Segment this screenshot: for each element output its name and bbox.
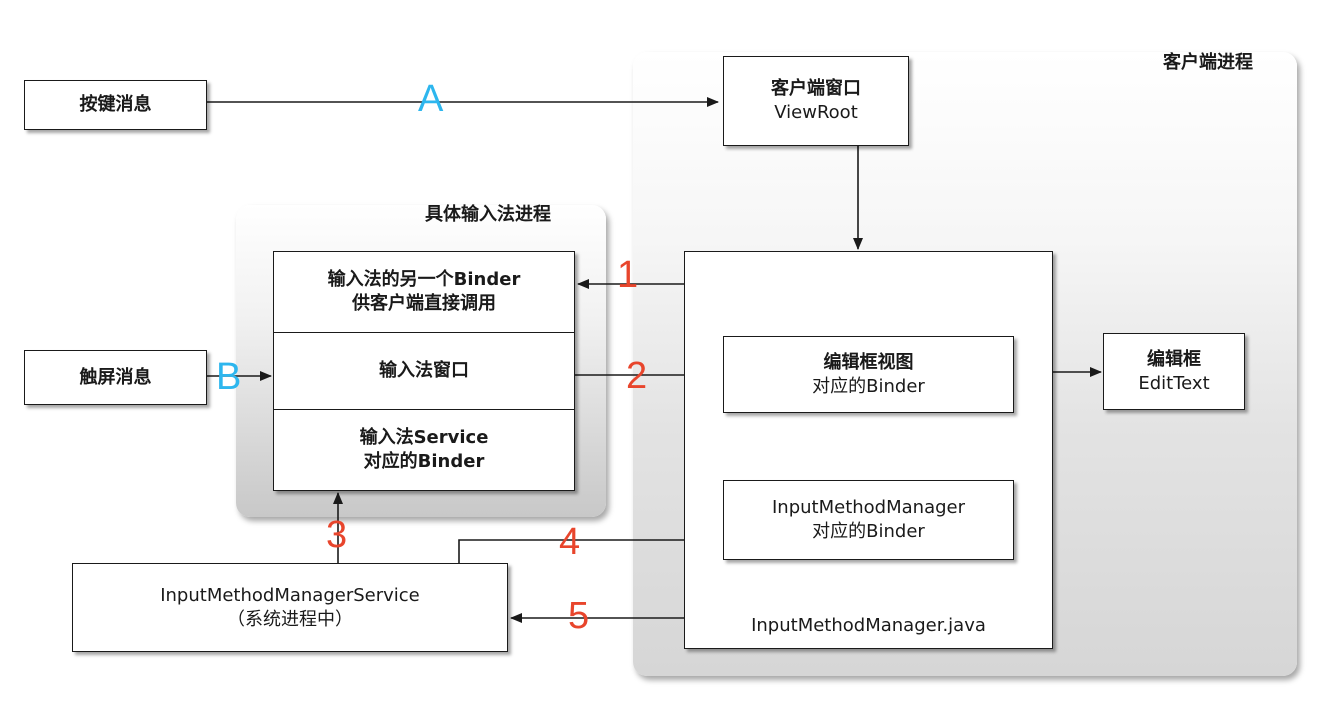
tag-2: 2 bbox=[626, 355, 648, 397]
imms-line-2: （系统进程中） bbox=[227, 608, 353, 630]
tag-a: A bbox=[418, 78, 444, 120]
tag-4: 4 bbox=[559, 521, 581, 563]
arrow-4 bbox=[458, 535, 720, 563]
client-window-box: 客户端窗口 ViewRoot bbox=[723, 56, 909, 146]
imms-line-1: InputMethodManagerService bbox=[160, 584, 420, 606]
tag-3: 3 bbox=[326, 514, 348, 556]
key-message-box: 按键消息 bbox=[24, 80, 207, 130]
touch-message-label: 触屏消息 bbox=[79, 366, 152, 388]
imm-binder-line-2: 对应的Binder bbox=[812, 521, 925, 542]
editor-view-binder-box: 编辑框视图 对应的Binder bbox=[723, 336, 1014, 413]
ime-divider-2 bbox=[274, 409, 574, 410]
ime-service-binder-line-1: 输入法Service bbox=[359, 427, 489, 448]
tag-b: B bbox=[216, 356, 242, 398]
ime-component-stack: 输入法的另一个Binder 供客户端直接调用 输入法窗口 输入法Service … bbox=[273, 251, 575, 491]
touch-message-box: 触屏消息 bbox=[24, 350, 207, 405]
ime-service-binder-cell: 输入法Service 对应的Binder bbox=[274, 410, 574, 490]
client-process-title: 客户端进程 bbox=[1163, 52, 1253, 73]
ime-process-title: 具体输入法进程 bbox=[425, 204, 551, 225]
ime-window-cell: 输入法窗口 bbox=[274, 333, 574, 409]
edit-text-line-1: 编辑框 bbox=[1147, 348, 1201, 370]
editor-view-binder-line-2: 对应的Binder bbox=[812, 375, 925, 397]
imm-binder-line-1: InputMethodManager bbox=[771, 497, 966, 518]
editor-view-binder-line-1: 编辑框视图 bbox=[823, 351, 914, 373]
imm-java-label: InputMethodManager.java bbox=[751, 615, 986, 636]
ime-window-label: 输入法窗口 bbox=[379, 360, 469, 381]
ime-divider-1 bbox=[274, 332, 574, 333]
ime-binder-cell: 输入法的另一个Binder 供客户端直接调用 bbox=[274, 252, 574, 332]
imms-box: InputMethodManagerService （系统进程中） bbox=[72, 563, 508, 652]
key-message-label: 按键消息 bbox=[79, 94, 152, 115]
client-window-sublabel: ViewRoot bbox=[774, 102, 858, 123]
edit-text-line-2: EditText bbox=[1138, 372, 1210, 394]
client-window-label: 客户端窗口 bbox=[771, 78, 861, 99]
imm-binder-box: InputMethodManager 对应的Binder bbox=[723, 480, 1014, 560]
tag-1: 1 bbox=[617, 254, 639, 296]
tag-5: 5 bbox=[568, 595, 590, 637]
ime-binder-line-2: 供客户端直接调用 bbox=[352, 293, 496, 314]
ime-binder-line-1: 输入法的另一个Binder bbox=[327, 269, 521, 290]
edit-text-box: 编辑框 EditText bbox=[1103, 333, 1245, 410]
imm-java-box: InputMethodManager.java bbox=[684, 251, 1053, 649]
ime-service-binder-line-2: 对应的Binder bbox=[363, 451, 485, 472]
